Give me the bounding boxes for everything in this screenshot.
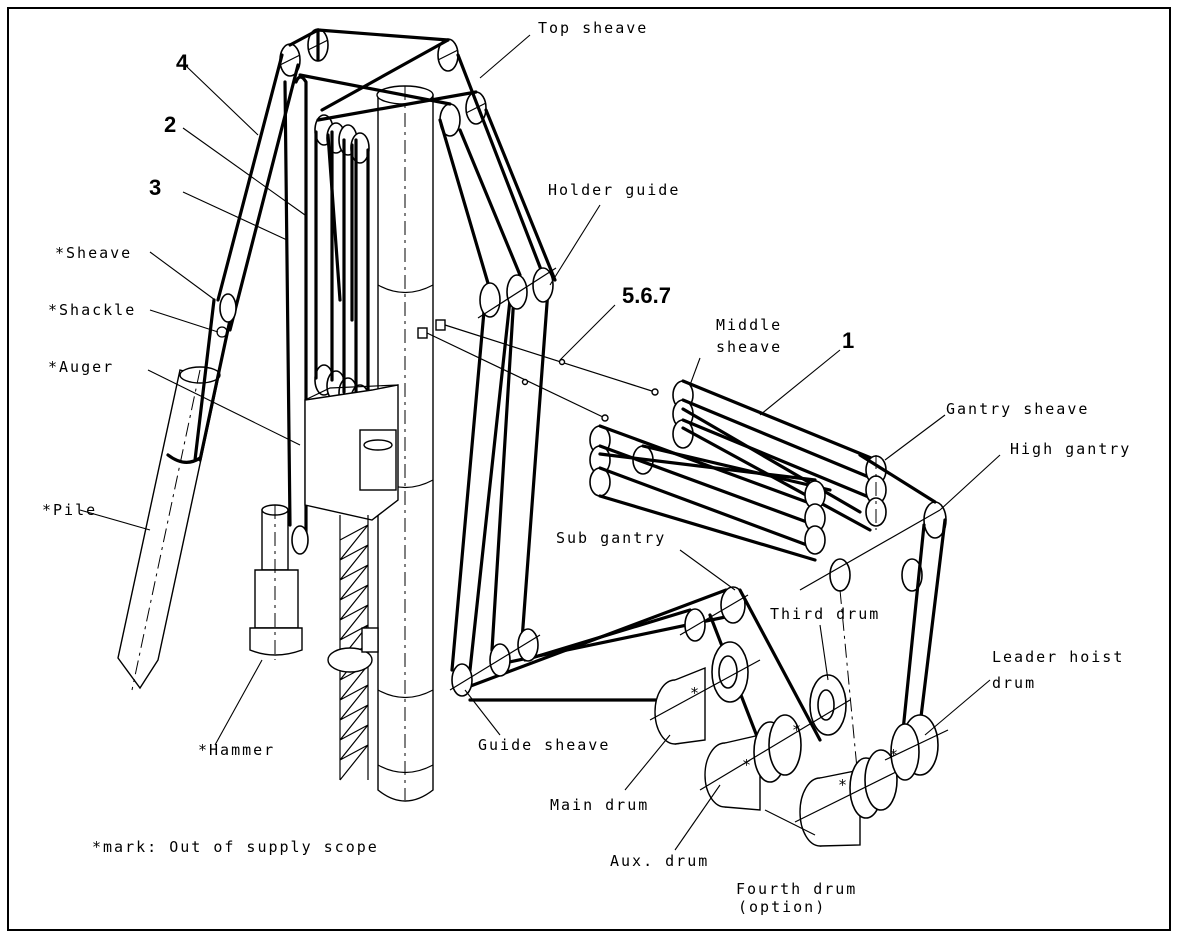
label-hammer: *Hammer bbox=[198, 741, 275, 759]
middle-sheave bbox=[589, 379, 878, 562]
label-rope-2: 2 bbox=[164, 112, 176, 137]
label-shackle: *Shackle bbox=[48, 301, 136, 319]
label-guide-sheave: Guide sheave bbox=[478, 736, 610, 754]
label-middle-sheave-1: Middle bbox=[716, 316, 782, 334]
aux-drum-mark: * bbox=[742, 756, 753, 774]
leader-hoist-drum: * * bbox=[838, 714, 949, 794]
label-leader-hoist-drum-2: drum bbox=[992, 674, 1036, 692]
high-gantry bbox=[799, 453, 947, 801]
label-high-gantry: High gantry bbox=[1010, 440, 1131, 458]
ropes-5-6-7 bbox=[417, 319, 659, 422]
fourth-drum bbox=[794, 749, 901, 847]
wire-ropes bbox=[216, 28, 737, 702]
pile-assembly bbox=[117, 293, 237, 691]
rope-3 bbox=[294, 75, 308, 547]
label-holder-guide: Holder guide bbox=[548, 181, 680, 199]
leader-hoist-mark: * bbox=[889, 746, 900, 764]
guide-sheave bbox=[449, 628, 541, 697]
label-leaders bbox=[79, 34, 1001, 851]
main-drum: * bbox=[649, 641, 761, 745]
fourth-drum-mark: * bbox=[838, 776, 849, 794]
label-sheave: *Sheave bbox=[55, 244, 132, 262]
label-fourth-drum-2: (option) bbox=[738, 898, 826, 916]
label-fourth-drum-1: Fourth drum bbox=[736, 880, 857, 898]
hammer-assembly bbox=[249, 504, 303, 660]
label-third-drum: Third drum bbox=[770, 605, 880, 623]
holder-guide bbox=[477, 267, 557, 319]
footnote-supply-scope: *mark: Out of supply scope bbox=[92, 838, 379, 856]
labels: Top sheave Holder guide 5.6.7 Middle she… bbox=[42, 19, 1131, 916]
aux-drum: * * bbox=[699, 674, 851, 811]
label-sub-gantry: Sub gantry bbox=[556, 529, 666, 547]
main-drum-mark: * bbox=[690, 684, 701, 702]
label-5-6-7: 5.6.7 bbox=[622, 283, 671, 308]
rope-2 bbox=[283, 80, 292, 527]
label-gantry-sheave: Gantry sheave bbox=[946, 400, 1089, 418]
label-auger: *Auger bbox=[48, 358, 114, 376]
rope-4 bbox=[216, 53, 284, 302]
label-rope-1: 1 bbox=[842, 328, 854, 353]
label-middle-sheave-2: sheave bbox=[716, 338, 782, 356]
third-drum-mark: * bbox=[792, 721, 803, 739]
label-pile: *Pile bbox=[42, 501, 97, 519]
label-leader-hoist-drum-1: Leader hoist bbox=[992, 648, 1124, 666]
label-rope-3: 3 bbox=[149, 175, 161, 200]
upper-sheave-bank bbox=[314, 114, 370, 416]
drawing-border bbox=[7, 7, 1171, 931]
label-rope-4: 4 bbox=[176, 50, 189, 75]
gantry-sheave bbox=[804, 455, 887, 555]
auger-assembly bbox=[304, 384, 399, 781]
label-main-drum: Main drum bbox=[550, 796, 649, 814]
label-aux-drum: Aux. drum bbox=[610, 852, 709, 870]
label-top-sheave: Top sheave bbox=[538, 19, 648, 37]
